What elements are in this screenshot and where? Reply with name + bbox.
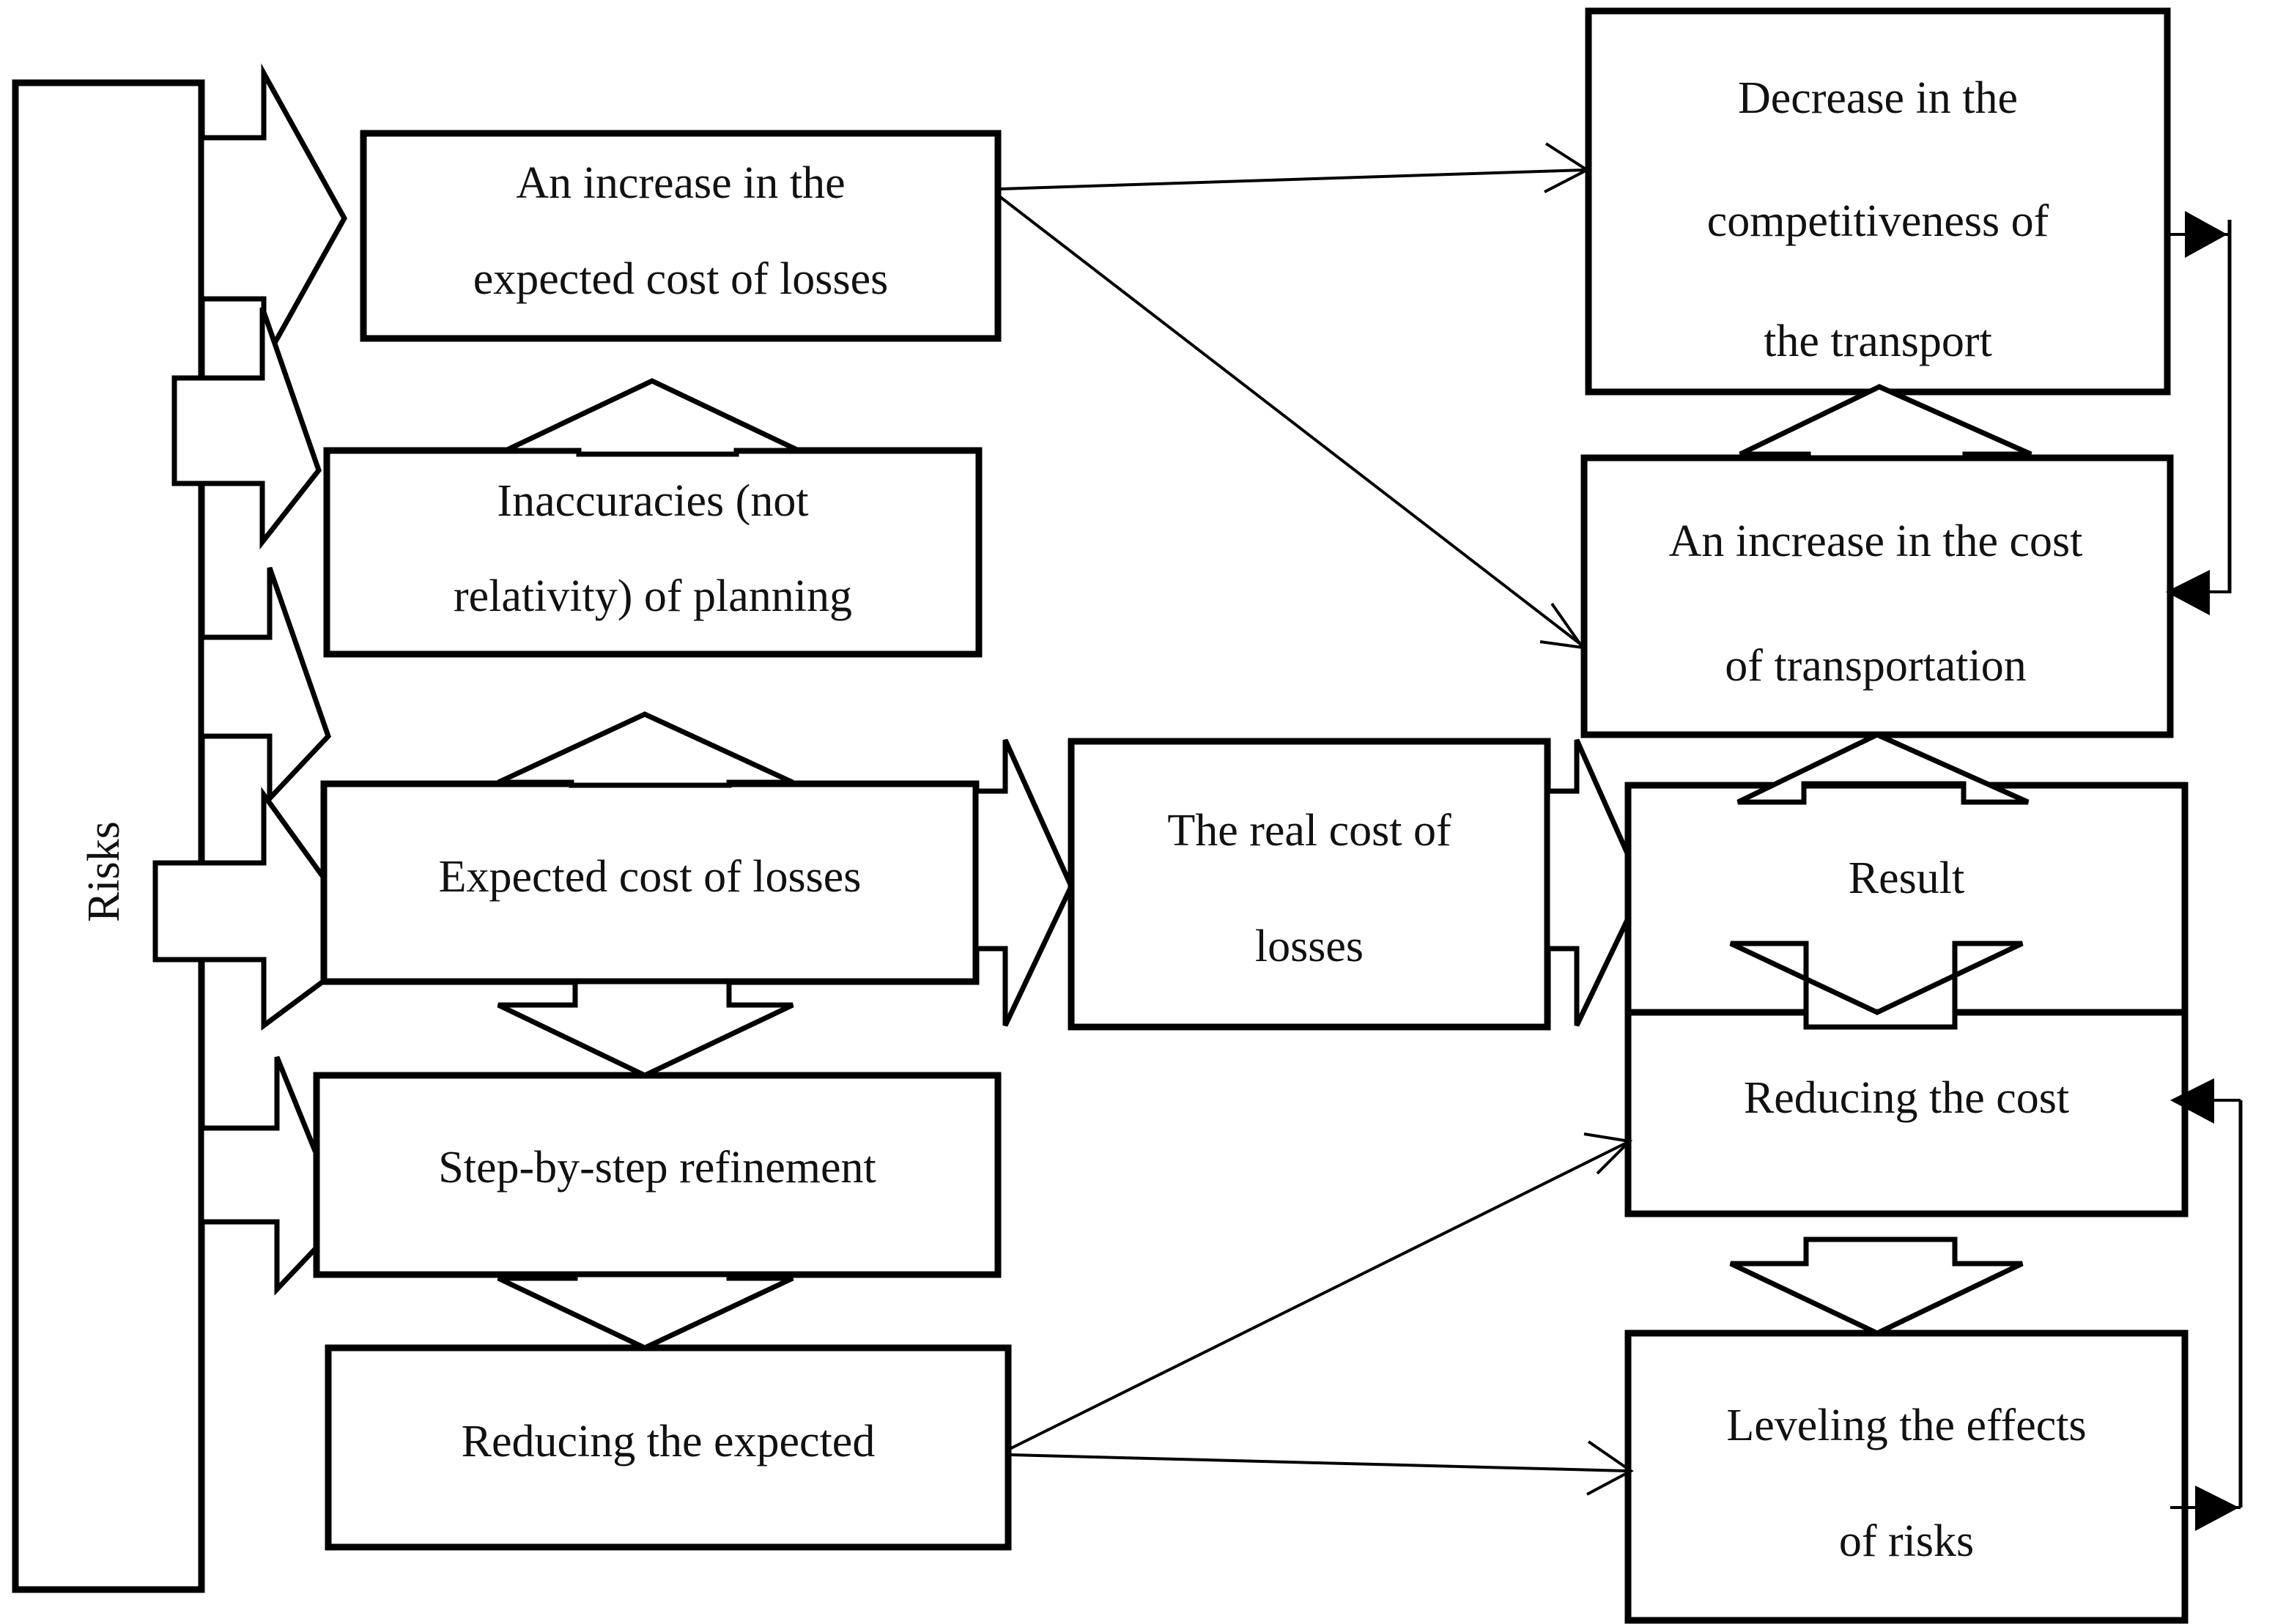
node-increase-expected-cost-line1: An increase in the — [516, 158, 845, 208]
node-inaccuracies-line2: relativity) of planning — [454, 571, 852, 621]
feedback-bottom-out-arrowhead — [2195, 1486, 2239, 1531]
thin-arrow-increase-expected-to-decrease-competitiveness — [999, 168, 1585, 190]
node-step-refinement[interactable] — [313, 1072, 1002, 1278]
block-arrow-real-cost-to-result — [1545, 738, 1646, 1027]
block-arrow-step-refinement-to-reducing-expected — [497, 1272, 794, 1351]
node-decrease-competitiveness-line1: Decrease in the — [1738, 73, 2018, 123]
node-result-line1: Result — [1849, 853, 1964, 903]
node-result[interactable] — [1624, 782, 2189, 1031]
node-increase-expected-cost[interactable] — [360, 130, 1002, 342]
block-arrow-result-to-reducing-cost — [1729, 941, 2024, 1030]
node-leveling-effects[interactable] — [1624, 1330, 2189, 1624]
block-arrow-risks-to-increase-expected-cost — [199, 63, 348, 373]
node-decrease-competitiveness[interactable] — [1585, 7, 2171, 396]
node-increase-transport-cost[interactable] — [1580, 454, 2174, 738]
block-arrow-risks-to-inaccuracies — [171, 306, 322, 550]
node-reducing-expected-line1: Reducing the expected — [462, 1417, 876, 1467]
thin-arrow-reducing-expected-to-leveling-effects — [1009, 1453, 1627, 1472]
node-risks-label: Risks — [79, 821, 129, 922]
node-leveling-effects-line1: Leveling the effects — [1726, 1401, 2086, 1450]
thin-arrow-reducing-expected-to-reducing-cost — [1009, 1141, 1627, 1450]
feedback-top-in-arrowhead — [2166, 570, 2210, 615]
block-arrow-inaccuracies-to-increase-expected-cost — [504, 378, 800, 457]
node-decrease-competitiveness-line3: the transport — [1764, 316, 1992, 366]
block-arrow-risks-to-expected-cost — [199, 566, 332, 805]
block-arrow-expected-cost-to-real-cost — [973, 738, 1074, 1027]
feedback-top-out-arrowhead — [2185, 211, 2227, 258]
thin-arrow-head-decrease-competitiveness — [1544, 142, 1590, 193]
node-real-cost-line1: The real cost of — [1167, 806, 1451, 856]
node-inaccuracies[interactable] — [323, 447, 983, 658]
node-real-cost-line2: losses — [1255, 922, 1364, 971]
node-increase-transport-cost-line1: An increase in the cost — [1669, 516, 2083, 566]
node-expected-cost-line1: Expected cost of losses — [439, 852, 862, 902]
node-reducing-expected[interactable] — [325, 1344, 1012, 1551]
node-reducing-cost[interactable] — [1624, 1009, 2189, 1217]
thin-arrow-head-reducing-cost — [1583, 1132, 1633, 1175]
block-arrow-result-to-increase-transport — [1736, 732, 2030, 805]
block-arrow-expected-cost-to-step-refinement — [497, 979, 794, 1078]
node-step-refinement-line1: Step-by-step refinement — [438, 1143, 876, 1193]
block-arrow-expected-cost-to-inaccuracies — [497, 711, 794, 788]
thin-arrow-head-increase-transport — [1539, 602, 1586, 650]
block-arrow-risks-to-step-refinement — [152, 787, 376, 1031]
thin-arrow-increase-expected-to-increase-transport — [998, 195, 1583, 646]
node-risks[interactable] — [12, 79, 205, 1593]
feedback-bottom-in-arrowhead — [2170, 1078, 2214, 1124]
node-leveling-effects-line2: of risks — [1839, 1516, 1974, 1566]
node-increase-expected-cost-line2: expected cost of losses — [473, 254, 888, 304]
block-arrow-reducing-cost-to-leveling-effects — [1729, 1236, 2024, 1336]
block-arrow-increase-transport-to-decrease-competitiveness — [1739, 384, 2032, 461]
node-decrease-competitiveness-line2: competitiveness of — [1707, 196, 2049, 246]
thin-arrow-head-leveling-effects — [1586, 1440, 1634, 1496]
block-arrow-risks-to-reducing-expected — [199, 1056, 347, 1296]
node-reducing-cost-line1: Reducing the cost — [1744, 1073, 2069, 1123]
node-real-cost[interactable] — [1068, 738, 1551, 1031]
node-inaccuracies-line1: Inaccuracies (not — [497, 476, 808, 526]
node-increase-transport-cost-line2: of transportation — [1725, 641, 2027, 691]
